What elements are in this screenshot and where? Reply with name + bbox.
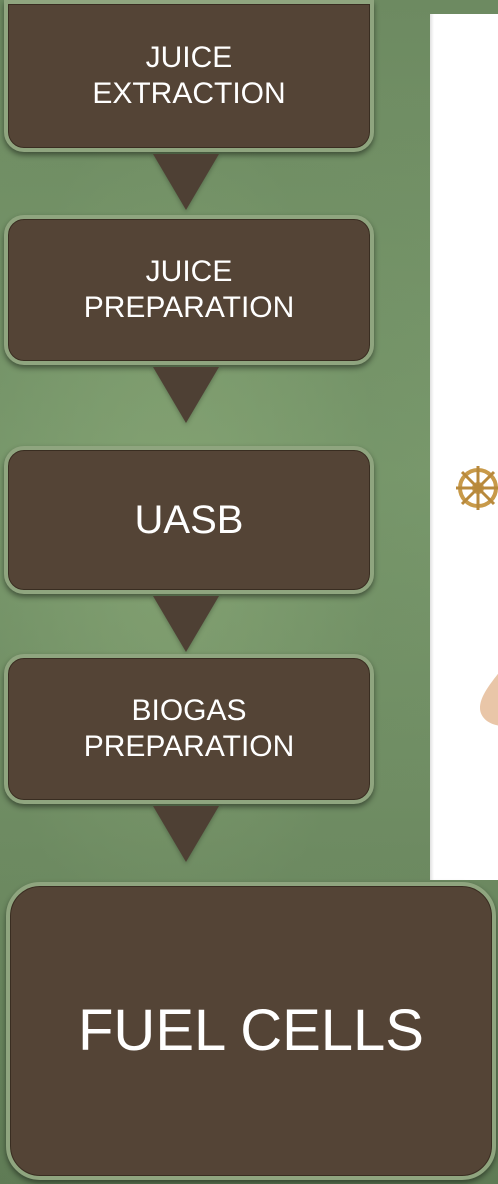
flow-arrow-1 — [153, 154, 219, 210]
step-label-juice-preparation: JUICE PREPARATION — [83, 255, 295, 324]
droplet-icon — [480, 673, 498, 726]
step-label-fuel-cells: FUEL CELLS — [78, 998, 424, 1064]
step-uasb: UASB — [4, 446, 374, 594]
step-biogas-preparation: BIOGAS PREPARATION — [4, 654, 374, 804]
step-label-uasb: UASB — [134, 498, 244, 542]
step-juice-preparation: JUICE PREPARATION — [4, 215, 374, 365]
flow-arrow-4 — [153, 806, 219, 862]
wheel-icon — [456, 466, 498, 510]
step-label-juice-extraction: JUICE EXTRACTION — [92, 41, 286, 110]
step-juice-extraction: JUICE EXTRACTION — [4, 0, 374, 152]
step-label-biogas-preparation: BIOGAS PREPARATION — [83, 694, 295, 763]
flow-arrow-2 — [153, 367, 219, 423]
flow-arrow-3 — [153, 596, 219, 652]
step-fuel-cells: FUEL CELLS — [6, 882, 496, 1180]
panel-shadow — [430, 14, 434, 880]
illustration-panel — [430, 14, 498, 880]
